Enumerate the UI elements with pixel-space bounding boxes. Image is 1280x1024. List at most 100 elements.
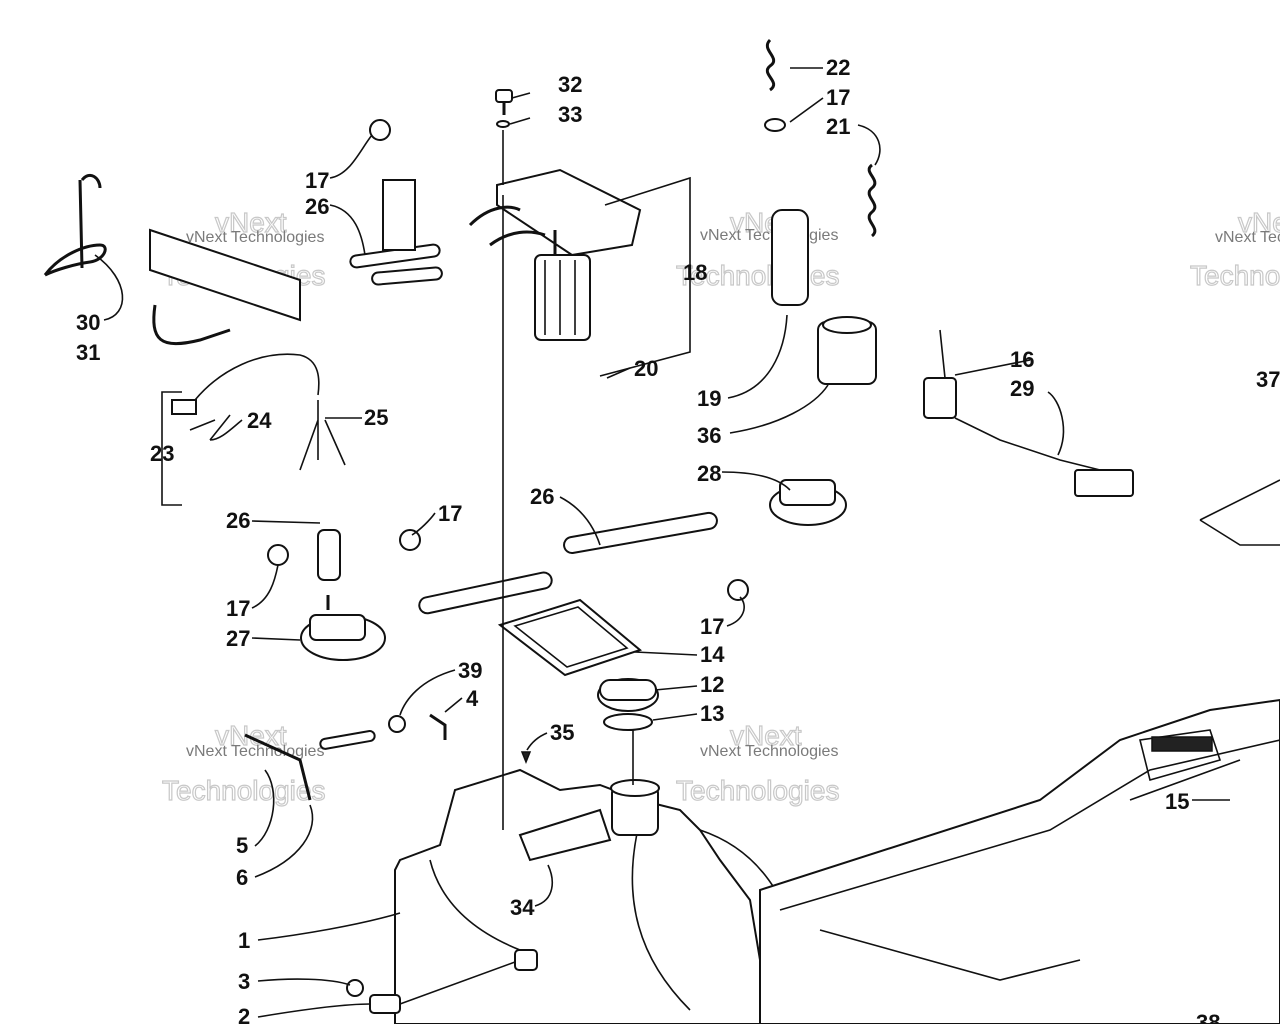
callout-6: 6 — [236, 865, 248, 890]
hose-sleeve — [382, 179, 416, 251]
vent-tube — [78, 174, 102, 269]
watermark-text: vNext Technologies — [1215, 229, 1280, 246]
callout-20: 20 — [634, 356, 658, 381]
clamp-top — [764, 118, 786, 132]
callout-32: 32 — [558, 72, 582, 97]
callout-12: 12 — [700, 672, 724, 697]
watermark-text: Technologies — [676, 260, 839, 291]
callout-37: 37 — [1256, 367, 1280, 392]
fuel-filter — [771, 209, 809, 306]
tank-opening — [518, 808, 612, 862]
coil-spring — [867, 163, 877, 238]
callout-18: 18 — [683, 260, 707, 285]
rail-hose — [152, 304, 231, 346]
watermark-text: Technologies — [1190, 260, 1280, 291]
watermark-text: vNext — [730, 720, 802, 751]
callout-2: 2 — [238, 1004, 250, 1024]
callout-4: 4 — [466, 686, 479, 711]
gasket — [497, 598, 643, 677]
callout-24: 24 — [247, 408, 272, 433]
elbow-fitting — [429, 713, 447, 740]
filler-neck-rim — [610, 779, 660, 797]
callout-39: 39 — [458, 658, 482, 683]
callout-15: 15 — [1165, 789, 1189, 814]
sending-unit — [923, 377, 957, 419]
callout-21: 21 — [826, 114, 850, 139]
harness-leads — [189, 400, 346, 471]
fuel-rail — [149, 228, 301, 322]
watermark-upper-right: vNext vNext Technologies Technologies — [1189, 206, 1280, 291]
watermark-text: vNext Technologies — [700, 227, 838, 244]
hose-long-right — [563, 511, 718, 554]
callout-28: 28 — [697, 461, 721, 486]
vent-cap-28-top — [779, 479, 836, 506]
callout-27: 27 — [226, 626, 250, 651]
spring-hose-coil — [765, 38, 776, 92]
hose-clamp-39 — [388, 715, 406, 733]
callout-26: 26 — [305, 194, 329, 219]
watermark-text: Technologies — [162, 775, 325, 806]
screw — [520, 751, 532, 765]
callout-38: 38 — [1196, 1010, 1220, 1024]
sending-unit-wire — [939, 329, 1101, 471]
callout-17: 17 — [305, 168, 329, 193]
frame-edge — [779, 729, 1280, 981]
hose-clip — [43, 243, 107, 277]
callout-30: 30 — [76, 310, 100, 335]
hose-long-left — [418, 571, 553, 615]
bolt-head — [495, 89, 513, 103]
watermark-text: vNext — [215, 207, 287, 238]
callout-33: 33 — [558, 102, 582, 127]
drawing-group — [43, 38, 1280, 1024]
callout-labels: 32 33 22 17 21 17 26 18 30 31 20 19 16 2… — [76, 55, 1280, 1024]
watermark-text: vNext Technologies — [186, 743, 324, 760]
callout-17: 17 — [700, 614, 724, 639]
pump-body-ribs — [544, 260, 576, 335]
washer — [496, 120, 510, 128]
callout-25: 25 — [364, 405, 388, 430]
drain-plug — [369, 994, 401, 1014]
callout-1: 1 — [238, 928, 250, 953]
harness-main — [194, 353, 320, 401]
drain-axis — [399, 961, 516, 1005]
gasket-inner — [513, 606, 629, 668]
clamp-17a — [369, 119, 391, 141]
watermark-text: vNext Technologies — [186, 229, 324, 246]
sleeve-top — [822, 316, 872, 334]
callout-13: 13 — [700, 701, 724, 726]
hose-short-2 — [371, 266, 443, 286]
callout-17: 17 — [438, 501, 462, 526]
callout-5: 5 — [236, 833, 248, 858]
callout-17: 17 — [826, 85, 850, 110]
watermark-text: vNext — [1238, 207, 1280, 238]
vent-cap-27-top — [309, 614, 366, 641]
bracket-23 — [161, 391, 182, 506]
watermark-text: vNext — [215, 720, 287, 751]
clamp-17d — [267, 544, 289, 566]
callout-22: 22 — [826, 55, 850, 80]
callout-29: 29 — [1010, 376, 1034, 401]
pump-nipples — [468, 205, 546, 247]
pump-body — [534, 254, 591, 341]
frame-slot — [1151, 736, 1213, 752]
harness-connector — [171, 399, 197, 415]
callout-3: 3 — [238, 969, 250, 994]
fuel-cap-body — [599, 679, 657, 701]
watermark-text: Technologies — [676, 775, 839, 806]
callout-16: 16 — [1010, 347, 1034, 372]
vent-hose — [319, 730, 376, 750]
clamp-17e — [727, 579, 749, 601]
callout-17: 17 — [226, 596, 250, 621]
watermark-lower-middle: vNext vNext Technologies Technologies — [675, 719, 840, 806]
pump-mount-plate — [496, 168, 642, 257]
frame-corner-right — [1199, 479, 1280, 546]
callout-36: 36 — [697, 423, 721, 448]
clamp-17c — [399, 529, 421, 551]
watermark-lower-left: vNext vNext Technologies Technologies — [161, 719, 326, 806]
callout-35: 35 — [550, 720, 574, 745]
callout-19: 19 — [697, 386, 721, 411]
drain-washer — [346, 979, 364, 997]
callout-14: 14 — [700, 642, 725, 667]
leader-lines — [94, 67, 1230, 1018]
